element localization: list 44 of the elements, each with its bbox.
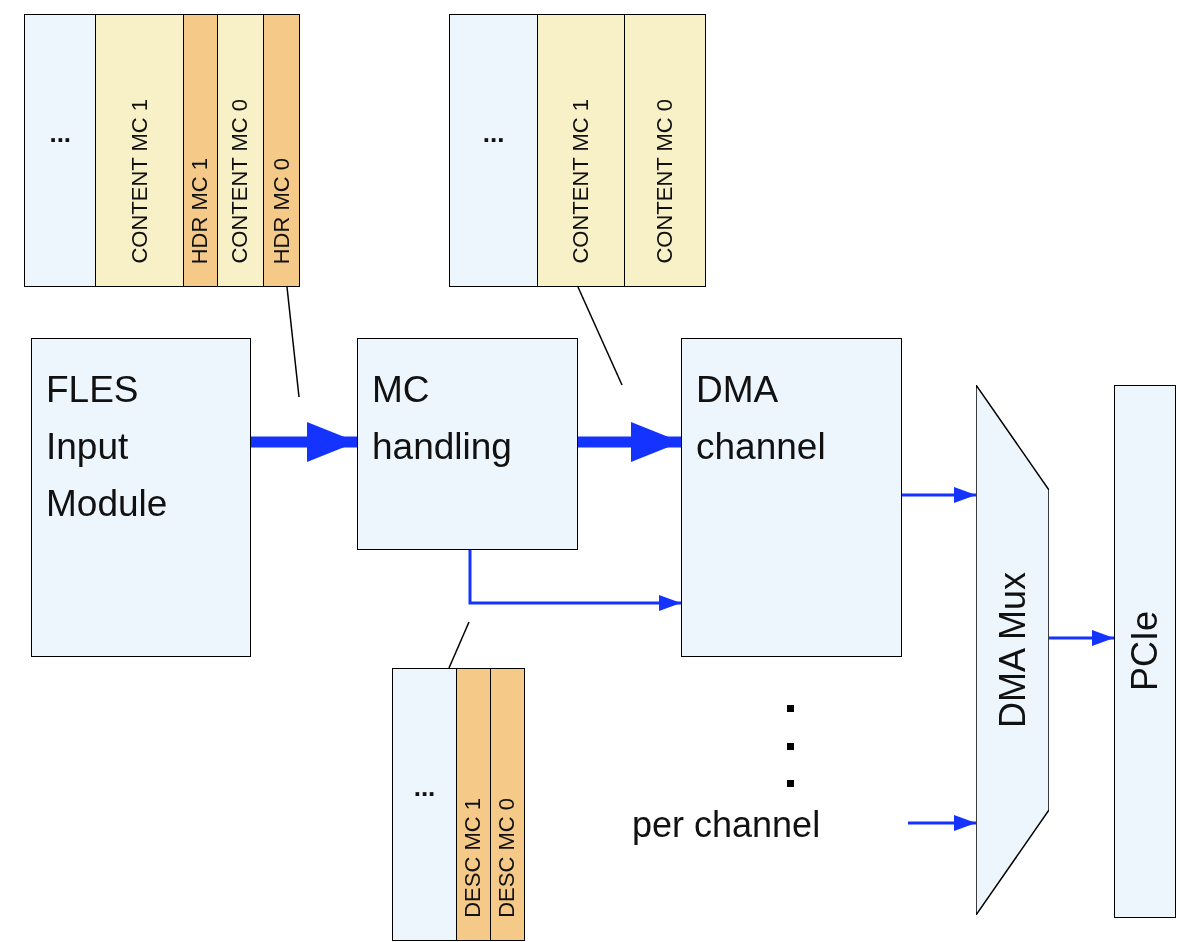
box-label: MC handling xyxy=(372,368,512,469)
column-label: CONTENT MC 0 xyxy=(227,99,254,264)
column-label: CONTENT MC 1 xyxy=(567,99,594,264)
buffer-column xyxy=(217,15,265,286)
buffer-stack xyxy=(449,14,706,287)
buffer-column xyxy=(96,15,184,286)
buffer-column xyxy=(490,669,524,940)
buffer-stack xyxy=(24,14,300,287)
buffer-column xyxy=(393,669,457,940)
buffer-column xyxy=(538,15,625,286)
process-box xyxy=(357,338,578,550)
column-label: CONTENT MC 0 xyxy=(651,99,678,264)
buffer-stack xyxy=(392,668,525,941)
leader-line xyxy=(448,621,470,669)
box-label: FLES Input Module xyxy=(46,368,168,526)
mux-label: DMA Mux xyxy=(991,572,1034,728)
arrow xyxy=(578,422,681,462)
arrow xyxy=(1049,630,1114,646)
buffer-column xyxy=(183,15,218,286)
leader-line xyxy=(286,286,300,398)
bus-box xyxy=(1114,385,1176,918)
leader-line xyxy=(577,286,623,386)
ellipsis-text: ... xyxy=(482,120,505,146)
column-label: DESC MC 0 xyxy=(494,798,521,918)
buffer-column xyxy=(25,15,97,286)
process-box xyxy=(31,338,251,657)
column-label: HDR MC 1 xyxy=(187,157,214,264)
note-text: per channel xyxy=(632,804,821,846)
arrow xyxy=(908,815,976,831)
ellipsis-text: ... xyxy=(413,774,436,800)
arrow xyxy=(902,487,976,503)
buffer-column xyxy=(624,15,705,286)
buffer-column xyxy=(457,669,491,940)
arrow xyxy=(251,422,357,462)
column-label: DESC MC 1 xyxy=(460,798,487,918)
column-label: CONTENT MC 1 xyxy=(126,99,153,264)
process-box xyxy=(681,338,902,657)
box-label: DMA channel xyxy=(696,368,826,469)
arrow xyxy=(468,550,681,611)
column-label: HDR MC 0 xyxy=(268,157,295,264)
ellipsis-text: ... xyxy=(49,120,72,146)
buffer-column xyxy=(264,15,299,286)
bus-label: PCIe xyxy=(1124,611,1166,692)
buffer-column xyxy=(450,15,539,286)
